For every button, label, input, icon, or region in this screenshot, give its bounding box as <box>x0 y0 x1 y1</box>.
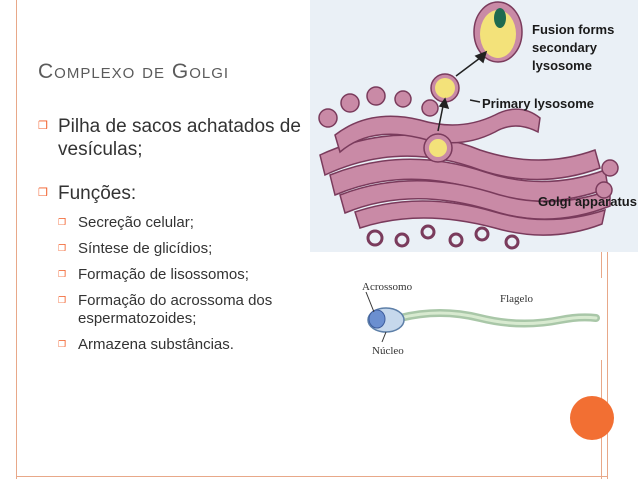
golgi-stack <box>319 108 611 236</box>
bullet-list: ❒ Pilha de sacos achatados de vesículas;… <box>38 115 338 354</box>
nucleo-pointer <box>381 331 387 343</box>
fusion-label-line1: Fusion forms <box>532 22 614 37</box>
subbullet-item: ❒ Formação do acrossoma dos espermatozoi… <box>58 292 340 328</box>
subbullet-text: Armazena substâncias. <box>78 336 234 353</box>
primary-lysosome-label: Primary lysosome <box>482 96 594 111</box>
bullet-item: ❒ Funções: <box>38 182 338 205</box>
subbullet-item: ❒ Armazena substâncias. <box>58 336 338 354</box>
bottom-vesicles <box>366 224 520 250</box>
flagelo-label: Flagelo <box>500 293 533 305</box>
golgi-apparatus-figure: Fusion forms secondary lysosome Primary … <box>310 0 638 252</box>
subbullet-item: ❒ Síntese de glicídios; <box>58 240 338 258</box>
subbullet-marker-icon: ❒ <box>58 295 67 305</box>
subbullet-text: Síntese de glicídios; <box>78 240 213 257</box>
sperm-figure: Acrossomo Flagelo Núcleo <box>360 278 606 360</box>
subbullet-text: Formação de lisossomos; <box>78 266 249 283</box>
subbullet-marker-icon: ❒ <box>58 243 67 253</box>
subbullet-item: ❒ Formação de lisossomos; <box>58 266 338 284</box>
budding-vesicle <box>423 133 453 163</box>
subbullet-marker-icon: ❒ <box>58 217 67 227</box>
bullet-text: Funções: <box>58 183 137 204</box>
secondary-lysosome <box>473 1 523 63</box>
subbullet-marker-icon: ❒ <box>58 339 67 349</box>
cisterna-ends <box>318 86 619 199</box>
bullet-marker-icon: ❒ <box>38 120 48 132</box>
fusion-label-line3: lysosome <box>532 58 592 73</box>
bullet-item: ❒ Pilha de sacos achatados de vesículas; <box>38 115 338 161</box>
subbullet-marker-icon: ❒ <box>58 269 67 279</box>
golgi-apparatus-label: Golgi apparatus <box>538 194 637 209</box>
bullet-marker-icon: ❒ <box>38 187 48 199</box>
frame-line-left <box>16 0 17 479</box>
decorative-orange-circle <box>570 396 614 440</box>
frame-line-right-inner <box>601 248 602 479</box>
sperm-tail <box>396 309 600 328</box>
subbullet-text: Secreção celular; <box>78 214 194 231</box>
fusion-label-line2: secondary <box>532 40 598 55</box>
acrossomo-label: Acrossomo <box>362 281 413 293</box>
sperm-head <box>367 307 405 333</box>
nucleo-label: Núcleo <box>372 345 404 357</box>
subbullet-text: Formação do acrossoma dos espermatozoide… <box>78 292 273 327</box>
bullet-text: Pilha de sacos achatados de vesículas; <box>58 116 301 160</box>
primary-lysosome <box>430 73 460 103</box>
frame-line-bottom <box>16 476 608 477</box>
acrossomo-pointer <box>365 291 375 313</box>
frame-line-right-outer <box>607 248 608 479</box>
slide-title: Complexo de Golgi <box>38 60 230 83</box>
pathway-arrows <box>437 50 488 132</box>
subbullet-item: ❒ Secreção celular; <box>58 214 338 232</box>
